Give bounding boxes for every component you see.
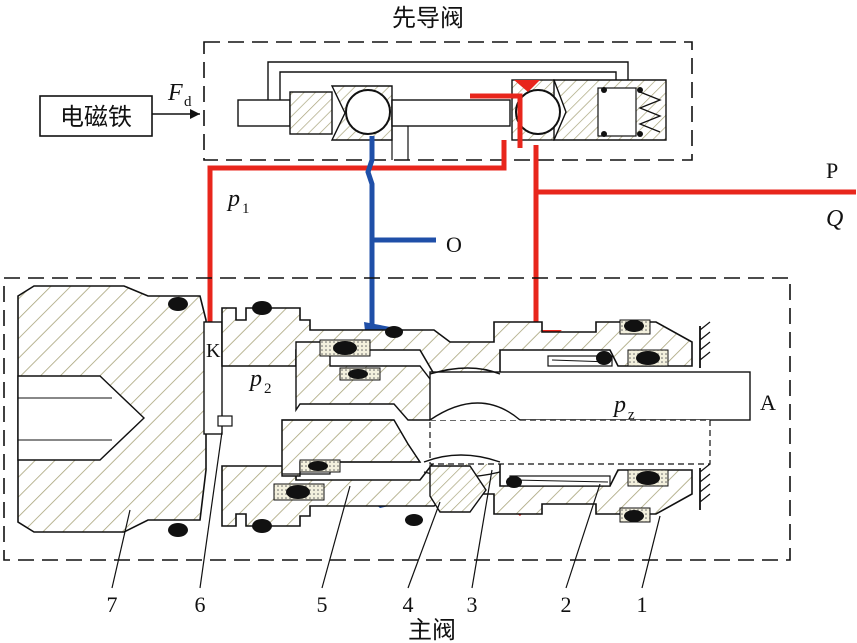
port-O: O — [446, 232, 462, 257]
return-line-O — [365, 136, 375, 330]
port-K: K — [206, 340, 221, 362]
pressure-pz: p — [612, 392, 626, 418]
pressure-p1: p — [226, 186, 240, 212]
pilot-valve-boundary — [203, 41, 693, 161]
pilot-valve-title: 先导阀 — [392, 4, 464, 32]
part-number-2: 2 — [561, 592, 572, 617]
force-label: F — [167, 80, 183, 106]
port-A: A — [760, 390, 776, 415]
leader-lines — [111, 431, 661, 589]
part-6-orifice — [217, 415, 233, 427]
part-7-bore — [17, 375, 146, 461]
electromagnet-box — [39, 95, 153, 137]
main-valve-boundary — [3, 277, 791, 561]
pilot-ball-left — [345, 89, 391, 135]
pressure-p2: p — [248, 366, 262, 392]
seals — [252, 301, 669, 533]
force-subscript: d — [184, 94, 192, 110]
pilot-valve — [203, 41, 693, 161]
pressure-p1-sub: 1 — [242, 201, 250, 217]
pilot-ball-right — [515, 89, 561, 135]
main-valve — [17, 285, 751, 589]
part-number-7: 7 — [107, 592, 118, 617]
part-number-4: 4 — [403, 592, 414, 617]
pressure-p2-sub: 2 — [264, 381, 272, 397]
force-arrow-head — [190, 109, 200, 119]
port-P: P — [826, 158, 838, 183]
electromagnet-label: 电磁铁 — [60, 103, 132, 131]
push-rod — [237, 99, 291, 127]
main-valve-title: 主阀 — [408, 616, 456, 643]
housing-upper — [221, 307, 693, 375]
pressure-line-P — [533, 145, 856, 195]
pilot-spring — [638, 91, 662, 133]
flow-Q: Q — [826, 206, 843, 232]
part-4 — [429, 465, 487, 513]
part-number-5: 5 — [317, 592, 328, 617]
pressure-line-p1 — [207, 140, 507, 322]
K-channel — [203, 321, 223, 435]
pressure-pz-sub: z — [628, 407, 635, 423]
part-number-3: 3 — [467, 592, 478, 617]
part-number-1: 1 — [637, 592, 648, 617]
part-number-6: 6 — [195, 592, 206, 617]
